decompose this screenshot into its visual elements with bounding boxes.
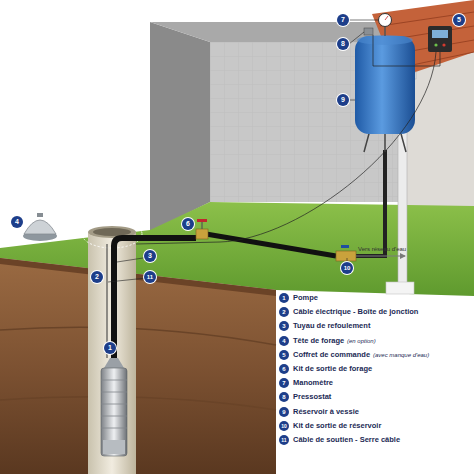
legend-number: 3 — [279, 321, 289, 331]
soil — [0, 258, 276, 474]
callout-number: 3 — [144, 250, 156, 262]
leader-line — [108, 20, 378, 282]
callout-number: 2 — [91, 271, 103, 283]
callout-number: 11 — [144, 271, 156, 283]
electric-wire — [373, 35, 440, 66]
callout-number: 10 — [341, 262, 353, 274]
wellhead-icon — [37, 213, 43, 217]
callout-number: 9 — [337, 94, 349, 106]
soil — [0, 258, 276, 296]
flow-note: Vers réseau d'eau — [358, 245, 406, 253]
soil — [0, 327, 276, 410]
control-box — [432, 30, 448, 38]
submersible-pump — [101, 380, 127, 428]
legend-number: 6 — [279, 364, 289, 374]
soil — [0, 258, 276, 474]
legend-text: Tuyau de refoulement — [293, 321, 370, 331]
control-box — [428, 26, 452, 52]
drilling-outlet-kit — [197, 219, 207, 222]
submersible-pump — [101, 368, 127, 456]
legend-text: Câble électrique - Boîte de jonction — [293, 307, 418, 317]
legend-text: Tête de forage — [293, 336, 344, 346]
bladder-tank — [355, 14, 415, 153]
submersible-pump — [103, 440, 125, 454]
legend-text: Réservoir à vessie — [293, 407, 359, 417]
legend-text: Manomètre — [293, 378, 333, 388]
legend-text: Kit de sortie de réservoir — [293, 421, 381, 431]
discharge-pipe — [114, 238, 196, 358]
tank-outlet-kit — [341, 245, 349, 248]
house-wall — [150, 22, 210, 232]
bladder-tank — [385, 16, 388, 20]
legend-text: Kit de sortie de forage — [293, 364, 372, 374]
drilling-outlet-kit — [196, 229, 208, 239]
electric-wire — [136, 52, 436, 244]
legend-number: 1 — [279, 293, 289, 303]
legend-text: Coffret de commande — [293, 350, 370, 360]
drilling-outlet-kit — [196, 219, 208, 239]
legend-number: 11 — [279, 435, 289, 445]
callout-number: 1 — [104, 342, 116, 354]
bladder-tank — [379, 14, 392, 27]
callout-number: 5 — [453, 14, 465, 26]
legend-number: 7 — [279, 378, 289, 388]
legend-number: 2 — [279, 307, 289, 317]
control-box — [434, 43, 437, 46]
legend-number: 4 — [279, 336, 289, 346]
leader-line — [108, 20, 378, 282]
callout-number: 6 — [182, 218, 194, 230]
downpipe — [386, 282, 414, 294]
submersible-pump — [104, 358, 124, 368]
electric-wire — [136, 35, 440, 244]
legend-number: 9 — [279, 407, 289, 417]
bladder-tank — [355, 36, 415, 134]
legend-number: 10 — [279, 421, 289, 431]
wellhead-icon — [57, 232, 86, 233]
legend-number: 5 — [279, 350, 289, 360]
bladder-tank — [384, 27, 386, 36]
callout-number: 8 — [337, 38, 349, 50]
legend-text: Pompe — [293, 293, 318, 303]
legend-note: (en option) — [347, 336, 376, 346]
legend-number: 8 — [279, 392, 289, 402]
control-box — [442, 43, 445, 46]
discharge-pipe — [107, 150, 385, 358]
legend-text: Pressostat — [293, 392, 331, 402]
callout-number: 4 — [11, 216, 23, 228]
borehole-casing — [93, 228, 131, 236]
wellhead-icon — [23, 213, 86, 241]
submersible-pump — [101, 358, 127, 456]
discharge-pipe — [206, 234, 336, 256]
legend-note: (avec manque d'eau) — [373, 350, 429, 360]
discharge-pipe — [107, 244, 108, 358]
tank-outlet-kit — [356, 256, 405, 257]
control-box — [428, 26, 452, 52]
legend-text: Câble de soutien - Serre câble — [293, 435, 400, 445]
tank-outlet-kit — [336, 251, 356, 261]
bladder-tank — [357, 35, 413, 45]
bladder-tank — [364, 28, 373, 35]
wellhead-icon — [24, 220, 56, 234]
drilling-outlet-kit — [201, 222, 202, 229]
callout-number: 7 — [337, 14, 349, 26]
